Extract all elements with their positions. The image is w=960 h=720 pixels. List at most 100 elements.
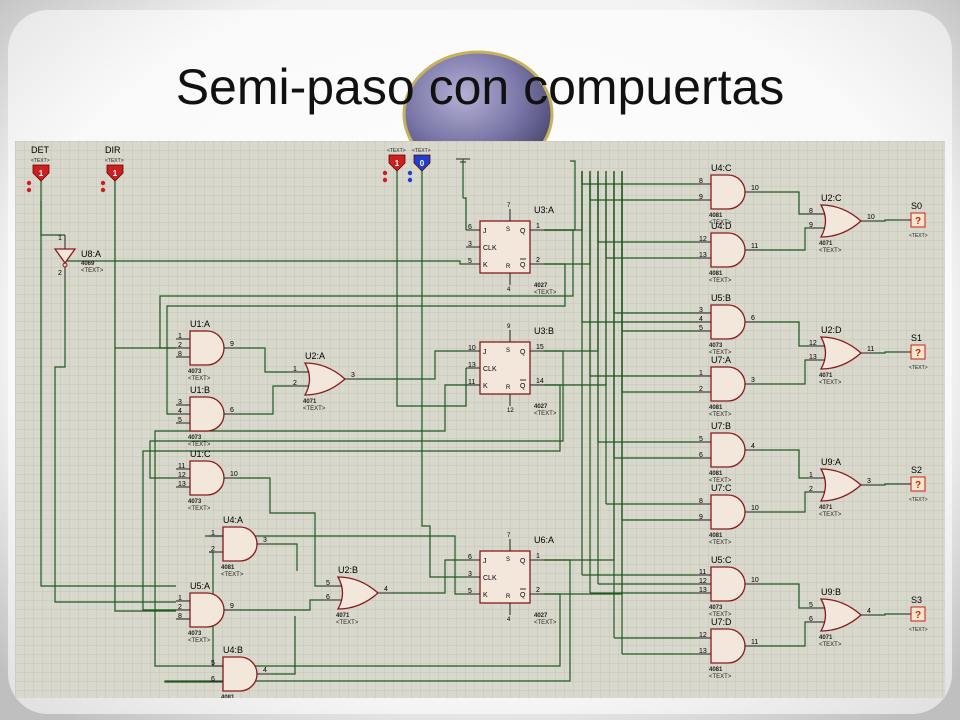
gate-type: 4081 [221,565,235,571]
pin-number: 2 [809,486,813,493]
pin-number: 3 [468,571,472,578]
wire [54,281,176,603]
probe-dot [26,187,32,193]
and-gate-body [710,494,746,530]
wire [154,384,466,667]
pin-number: 2 [536,587,540,594]
probe-dot [407,177,413,183]
gate-text-tag: <TEXT> [221,572,244,578]
pin-number: 10 [867,214,875,221]
wires [40,160,901,683]
ff-label-r: R [506,594,511,600]
output-s2: S2?<TEXT> [901,465,928,503]
gate-text-tag: <TEXT> [709,350,732,356]
wire [759,191,807,215]
output-text-tag: <TEXT> [909,627,928,633]
gate-text-tag: <TEXT> [819,380,842,386]
gate-ref: U1:C [190,449,211,459]
gate-ref: U9:A [821,457,841,467]
input-state: 1 [113,169,118,178]
pin-number: 1 [536,223,540,230]
pin-number: 2 [699,386,703,393]
and-gate-body [710,628,746,664]
gate-ref: U8:A [81,249,101,259]
gate-type: 4071 [819,505,833,511]
output-s0: S0?<TEXT> [901,201,928,239]
ff-label-clk: CLK [483,366,497,373]
pin-number: 6 [699,452,703,459]
wire [421,171,466,578]
ff-label-r: R [506,264,511,270]
gate-ref: U7:B [711,421,731,431]
flipflop-body [479,220,531,274]
wire [65,260,466,265]
input-clock-a: <TEXT>1 [382,148,406,183]
gate-ref: U2:A [305,351,325,361]
wire [875,483,901,486]
pin-number: 13 [809,354,817,361]
pin-number: 1 [809,472,813,479]
pin-number: 5 [809,602,813,609]
pin-number: 5 [211,660,215,667]
and-gate-body [189,396,225,432]
probe-dot [382,177,388,183]
gate-text-tag: <TEXT> [709,612,732,618]
ff-label-clk: CLK [483,575,497,582]
flipflop-body [479,550,531,604]
pin-number: 10 [751,505,759,512]
gate-text-tag: <TEXT> [709,674,732,680]
pin-number: 11 [699,569,706,576]
pin-number: 13 [699,587,707,594]
pin-number: 7 [507,203,511,209]
gate-type: 4071 [336,613,350,619]
input-probe-body [413,154,431,172]
pin-number: 12 [699,236,707,243]
gate-ref: U4:C [711,163,732,173]
wire [271,543,298,571]
pin-number: 4 [867,608,871,615]
pin-number: 9 [699,514,703,521]
wire [463,197,467,230]
and-gate-body [710,174,746,210]
pin-number: 2 [178,342,182,349]
input-probe-body [106,164,124,182]
pin-number: 14 [536,378,544,385]
gate-ref: U2:B [338,565,358,575]
wire [759,449,807,479]
pin-number: 4 [507,617,511,623]
pin-number: 6 [751,315,755,322]
ff-label-s: S [506,227,510,233]
wire [759,227,807,251]
gate-ref: U2:C [821,193,842,203]
wire [759,321,807,347]
gate-type: 4073 [188,499,202,505]
wire [759,583,807,609]
and-gate-body [710,432,746,468]
pin-number: 13 [699,252,707,259]
gate-text-tag: <TEXT> [81,268,104,274]
pin-number: 3 [867,478,871,485]
wire [875,351,901,354]
output-value: ? [915,480,921,491]
gate-type: 4071 [819,241,833,247]
input-label: DIR [105,145,121,155]
pin-number: 12 [699,632,707,639]
ff-label-s: S [506,557,510,563]
gate-type: 4081 [709,533,723,539]
input-text-tag: <TEXT> [387,148,406,154]
wire [205,535,466,595]
gate-type: 4073 [709,605,723,611]
pin-number: 6 [326,594,330,601]
pin-number: 5 [699,325,703,332]
pin-number: 6 [468,224,472,231]
input-probe-body [388,154,406,172]
pin-number: 3 [699,307,703,314]
output-label: S0 [911,201,922,211]
wire [759,359,807,385]
